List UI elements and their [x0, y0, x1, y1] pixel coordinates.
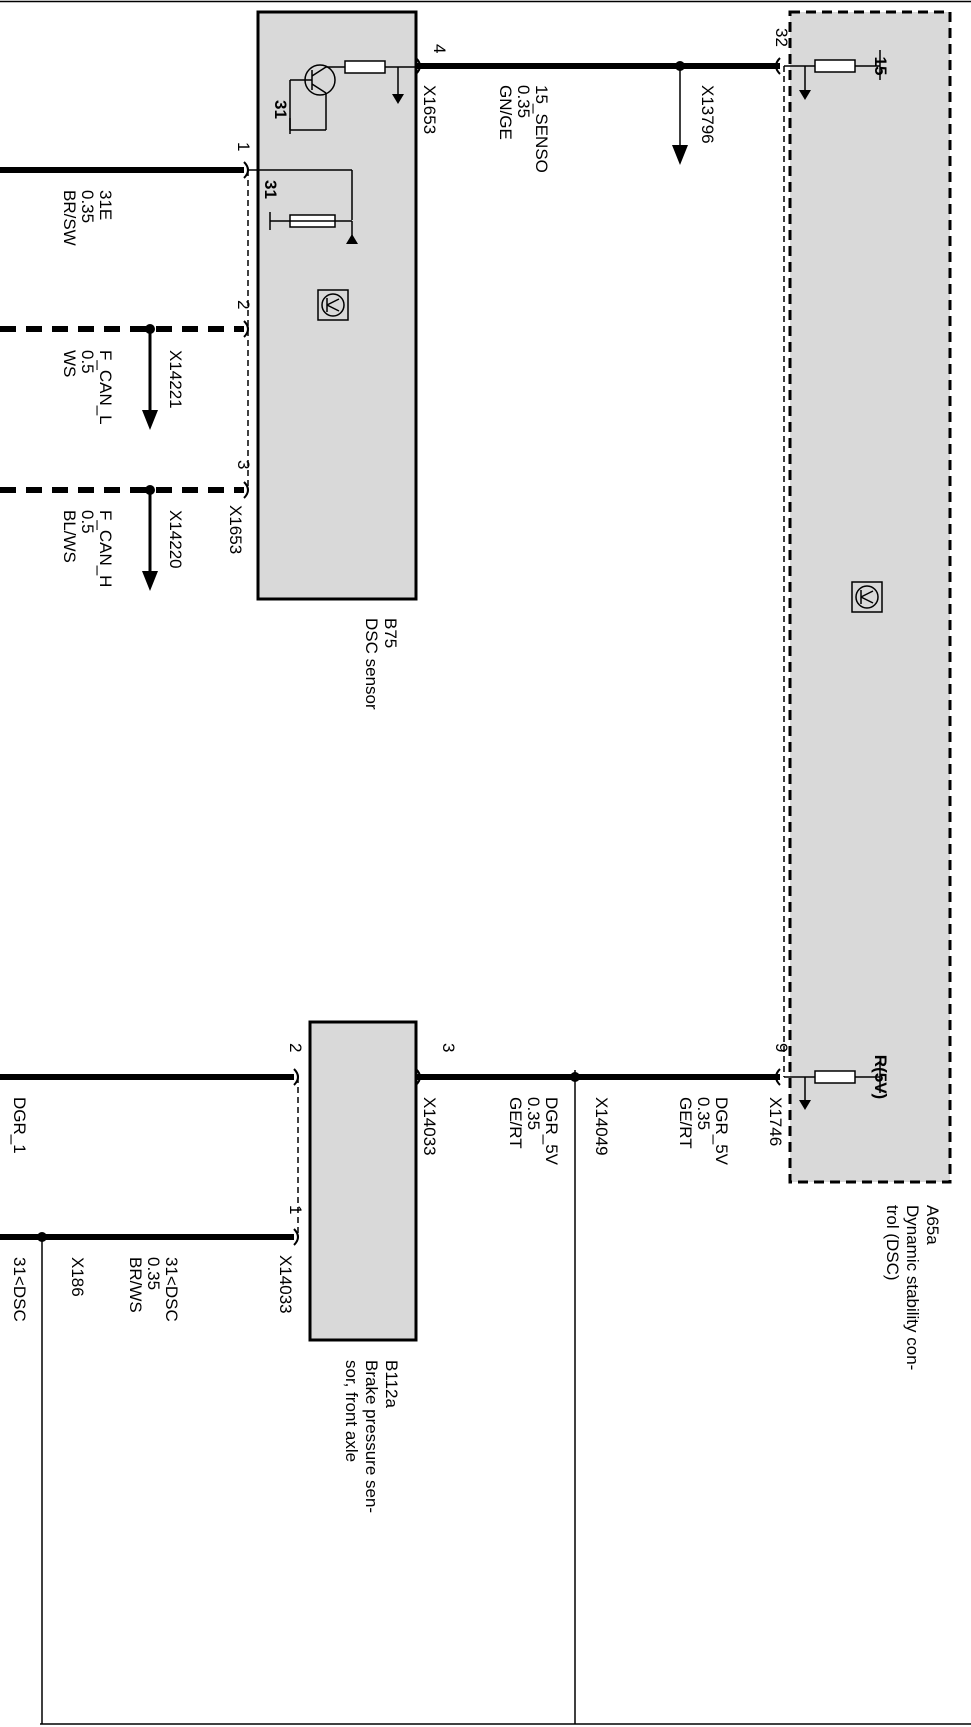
pin-number-a65a-9: 9	[772, 1043, 791, 1052]
b112a-name-line1: Brake pressure sen-	[362, 1360, 381, 1513]
wire-f-can-l[interactable]: X14221 F_CAN_L 0.5 WS	[0, 320, 249, 430]
pin-number-b112a-3: 3	[439, 1043, 458, 1052]
b75-transistor-icon	[317, 289, 349, 321]
pin-number-b75-2: 2	[234, 300, 253, 309]
x13796-label: X13796	[698, 85, 717, 144]
a65a-pin9-resistor	[814, 1070, 856, 1084]
wcanl-gauge: 0.5	[78, 350, 97, 374]
wdgr5v-top-gauge: 0.35	[694, 1097, 713, 1130]
b75-pin4-ground-arrow	[392, 94, 404, 104]
w15senso-gauge: 0.35	[514, 85, 533, 118]
wdgr5v-top-color: GE/RT	[676, 1097, 695, 1149]
a65a-pin-label-15: 15	[871, 57, 890, 76]
a65a-pin32-resistor	[814, 59, 856, 73]
x14220-arrow-icon	[142, 571, 158, 591]
x186-splice-dot	[37, 1232, 47, 1242]
a65a-pin9-socket	[775, 1068, 781, 1086]
a65a-name-line1: Dynamic stability con-	[903, 1205, 922, 1370]
w31e-color: BR/SW	[60, 190, 79, 246]
b75-connector-top: X1653	[420, 85, 439, 134]
w31dsc-color: BR/WS	[126, 1257, 145, 1313]
a65a-pin32-socket	[775, 57, 781, 75]
pin-number-b75-1: 1	[234, 142, 253, 151]
a65a-id: A65a	[923, 1205, 942, 1245]
wdgr5v-bottom-gauge: 0.35	[524, 1097, 543, 1130]
x14049-label: X14049	[592, 1097, 611, 1156]
pin-number-b112a-2: 2	[286, 1043, 305, 1052]
b112a-pin2-socket	[293, 1068, 299, 1086]
b112a-id: B112a	[382, 1360, 401, 1408]
b75-ground-label-top: 31	[271, 100, 290, 119]
wire-f-can-h[interactable]: X14220 F_CAN_H 0.5 BL/WS	[0, 481, 249, 591]
wire-31e[interactable]: 31E 0.35 BR/SW	[0, 161, 249, 246]
b75-box	[256, 10, 418, 601]
a65a-pin9-ground-arrow	[799, 1100, 811, 1110]
a65a-transistor-icon	[851, 581, 883, 613]
x14049-splice-dot	[570, 1072, 580, 1082]
w31dsc-signal: 31<DSC	[162, 1257, 181, 1322]
wire-dgr-5v[interactable]: X14049 X1746 DGR_5V 0.35 GE/RT DGR_5V 0.…	[415, 1068, 785, 1166]
w15senso-color: GN/GE	[496, 85, 515, 140]
w31dsc-gauge: 0.35	[144, 1257, 163, 1290]
b75-id: B75	[381, 618, 400, 648]
pin-number-b75-4: 4	[430, 44, 449, 53]
b112a-connector-bottom: X14033	[276, 1255, 295, 1314]
wdgr5v-bottom-color: GE/RT	[506, 1097, 525, 1149]
w31e-signal: 31E	[96, 190, 115, 220]
b75-pin2-socket	[243, 320, 249, 338]
component-b112a[interactable]: X14033 X14033 B112a Brake pressure sen- …	[276, 1020, 439, 1513]
wcanl-color: WS	[60, 350, 79, 377]
w31dsc-end-label: 31<DSC	[10, 1257, 29, 1322]
wcanh-gauge: 0.5	[78, 510, 97, 534]
b75-pin1-ground-arrow	[346, 234, 358, 244]
wdgr1-label: DGR_1	[10, 1097, 29, 1154]
b75-ground-label-bottom: 31	[261, 180, 280, 199]
w15senso-signal: 15_SENSO	[532, 85, 551, 173]
w31e-gauge: 0.35	[78, 190, 97, 223]
component-b75[interactable]: 31 31 X1653 X1653 B75 DSC sensor	[226, 10, 439, 710]
b112a-pin1-socket	[293, 1228, 299, 1246]
a65a-name-line2: trol (DSC)	[883, 1205, 902, 1281]
x14221-arrow-icon	[142, 410, 158, 430]
a65a-box	[788, 10, 952, 1184]
x14220-label: X14220	[166, 510, 185, 569]
b75-pin4-resistor	[344, 60, 386, 74]
x186-label: X186	[68, 1257, 87, 1297]
pin-number-a65a-32: 32	[772, 28, 791, 47]
wdgr5v-top-signal: DGR_5V	[712, 1097, 731, 1166]
b75-pin3-socket	[243, 481, 249, 499]
component-a65a[interactable]: 15 R(5V) A65a Dynamic stability con- tro…	[783, 10, 952, 1370]
wire-dgr-1[interactable]: DGR_1	[0, 1068, 299, 1154]
x13796-arrow-icon	[672, 145, 688, 165]
wcanh-color: BL/WS	[60, 510, 79, 563]
b112a-box	[308, 1020, 418, 1342]
pin-number-b112a-1: 1	[286, 1205, 305, 1214]
wire-15-senso[interactable]: X13796 15_SENSO 0.35 GN/GE	[415, 57, 781, 173]
b75-name: DSC sensor	[362, 618, 381, 710]
b75-pin4-socket	[415, 57, 421, 75]
wcanl-signal: F_CAN_L	[96, 350, 115, 425]
b75-pin1-socket	[243, 161, 249, 179]
wire-31-dsc[interactable]: X186 31<DSC 0.35 BR/WS 31<DSC	[0, 1228, 299, 1322]
wcanh-signal: F_CAN_H	[96, 510, 115, 587]
wdgr5v-top-connector: X1746	[766, 1097, 785, 1146]
a65a-pin-label-r5v: R(5V)	[871, 1055, 890, 1099]
b112a-connector-top: X14033	[420, 1097, 439, 1156]
b75-connector-bottom: X1653	[226, 505, 245, 554]
a65a-pin32-ground-arrow	[799, 90, 811, 100]
b112a-pin3-socket	[415, 1068, 421, 1086]
x14221-label: X14221	[166, 350, 185, 409]
wdgr5v-bottom-signal: DGR_5V	[542, 1097, 561, 1166]
b112a-name-line2: sor, front axle	[342, 1360, 361, 1462]
pin-number-b75-3: 3	[234, 460, 253, 469]
